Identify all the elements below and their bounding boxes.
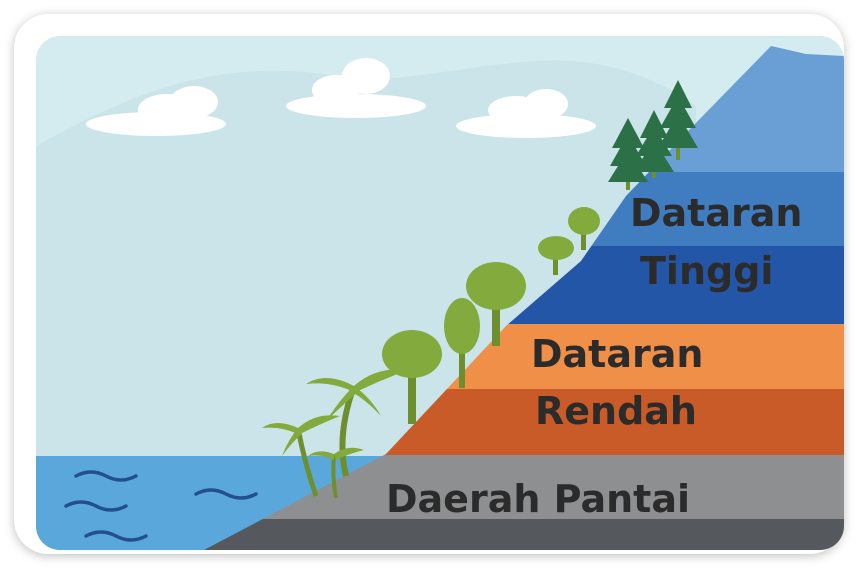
label-lowland-line2: Rendah — [535, 389, 697, 433]
broadleaf-tree — [466, 262, 526, 346]
palm-tree — [306, 369, 408, 477]
cloud — [86, 86, 226, 136]
cloud — [286, 58, 426, 118]
label-coast: Daerah Pantai — [386, 477, 690, 521]
label-highland-line2: Tinggi — [640, 249, 773, 293]
palm-tree — [262, 415, 340, 497]
pine-tree — [634, 110, 674, 178]
broadleaf-tree — [382, 330, 442, 424]
broadleaf-tree — [538, 236, 574, 275]
broadleaf-tree — [444, 298, 480, 388]
cloud — [456, 89, 596, 138]
sea-waves — [64, 470, 258, 542]
landform-diagram: Dataran Tinggi Dataran Rendah Daerah Pan… — [36, 36, 844, 550]
palm-tree — [308, 447, 364, 499]
pine-tree — [608, 118, 648, 190]
broadleaf-tree — [568, 207, 600, 250]
label-highland-line1: Dataran — [630, 191, 802, 235]
coast-lower-band — [204, 519, 844, 550]
pine-tree — [658, 80, 698, 160]
label-lowland-line1: Dataran — [531, 332, 703, 376]
